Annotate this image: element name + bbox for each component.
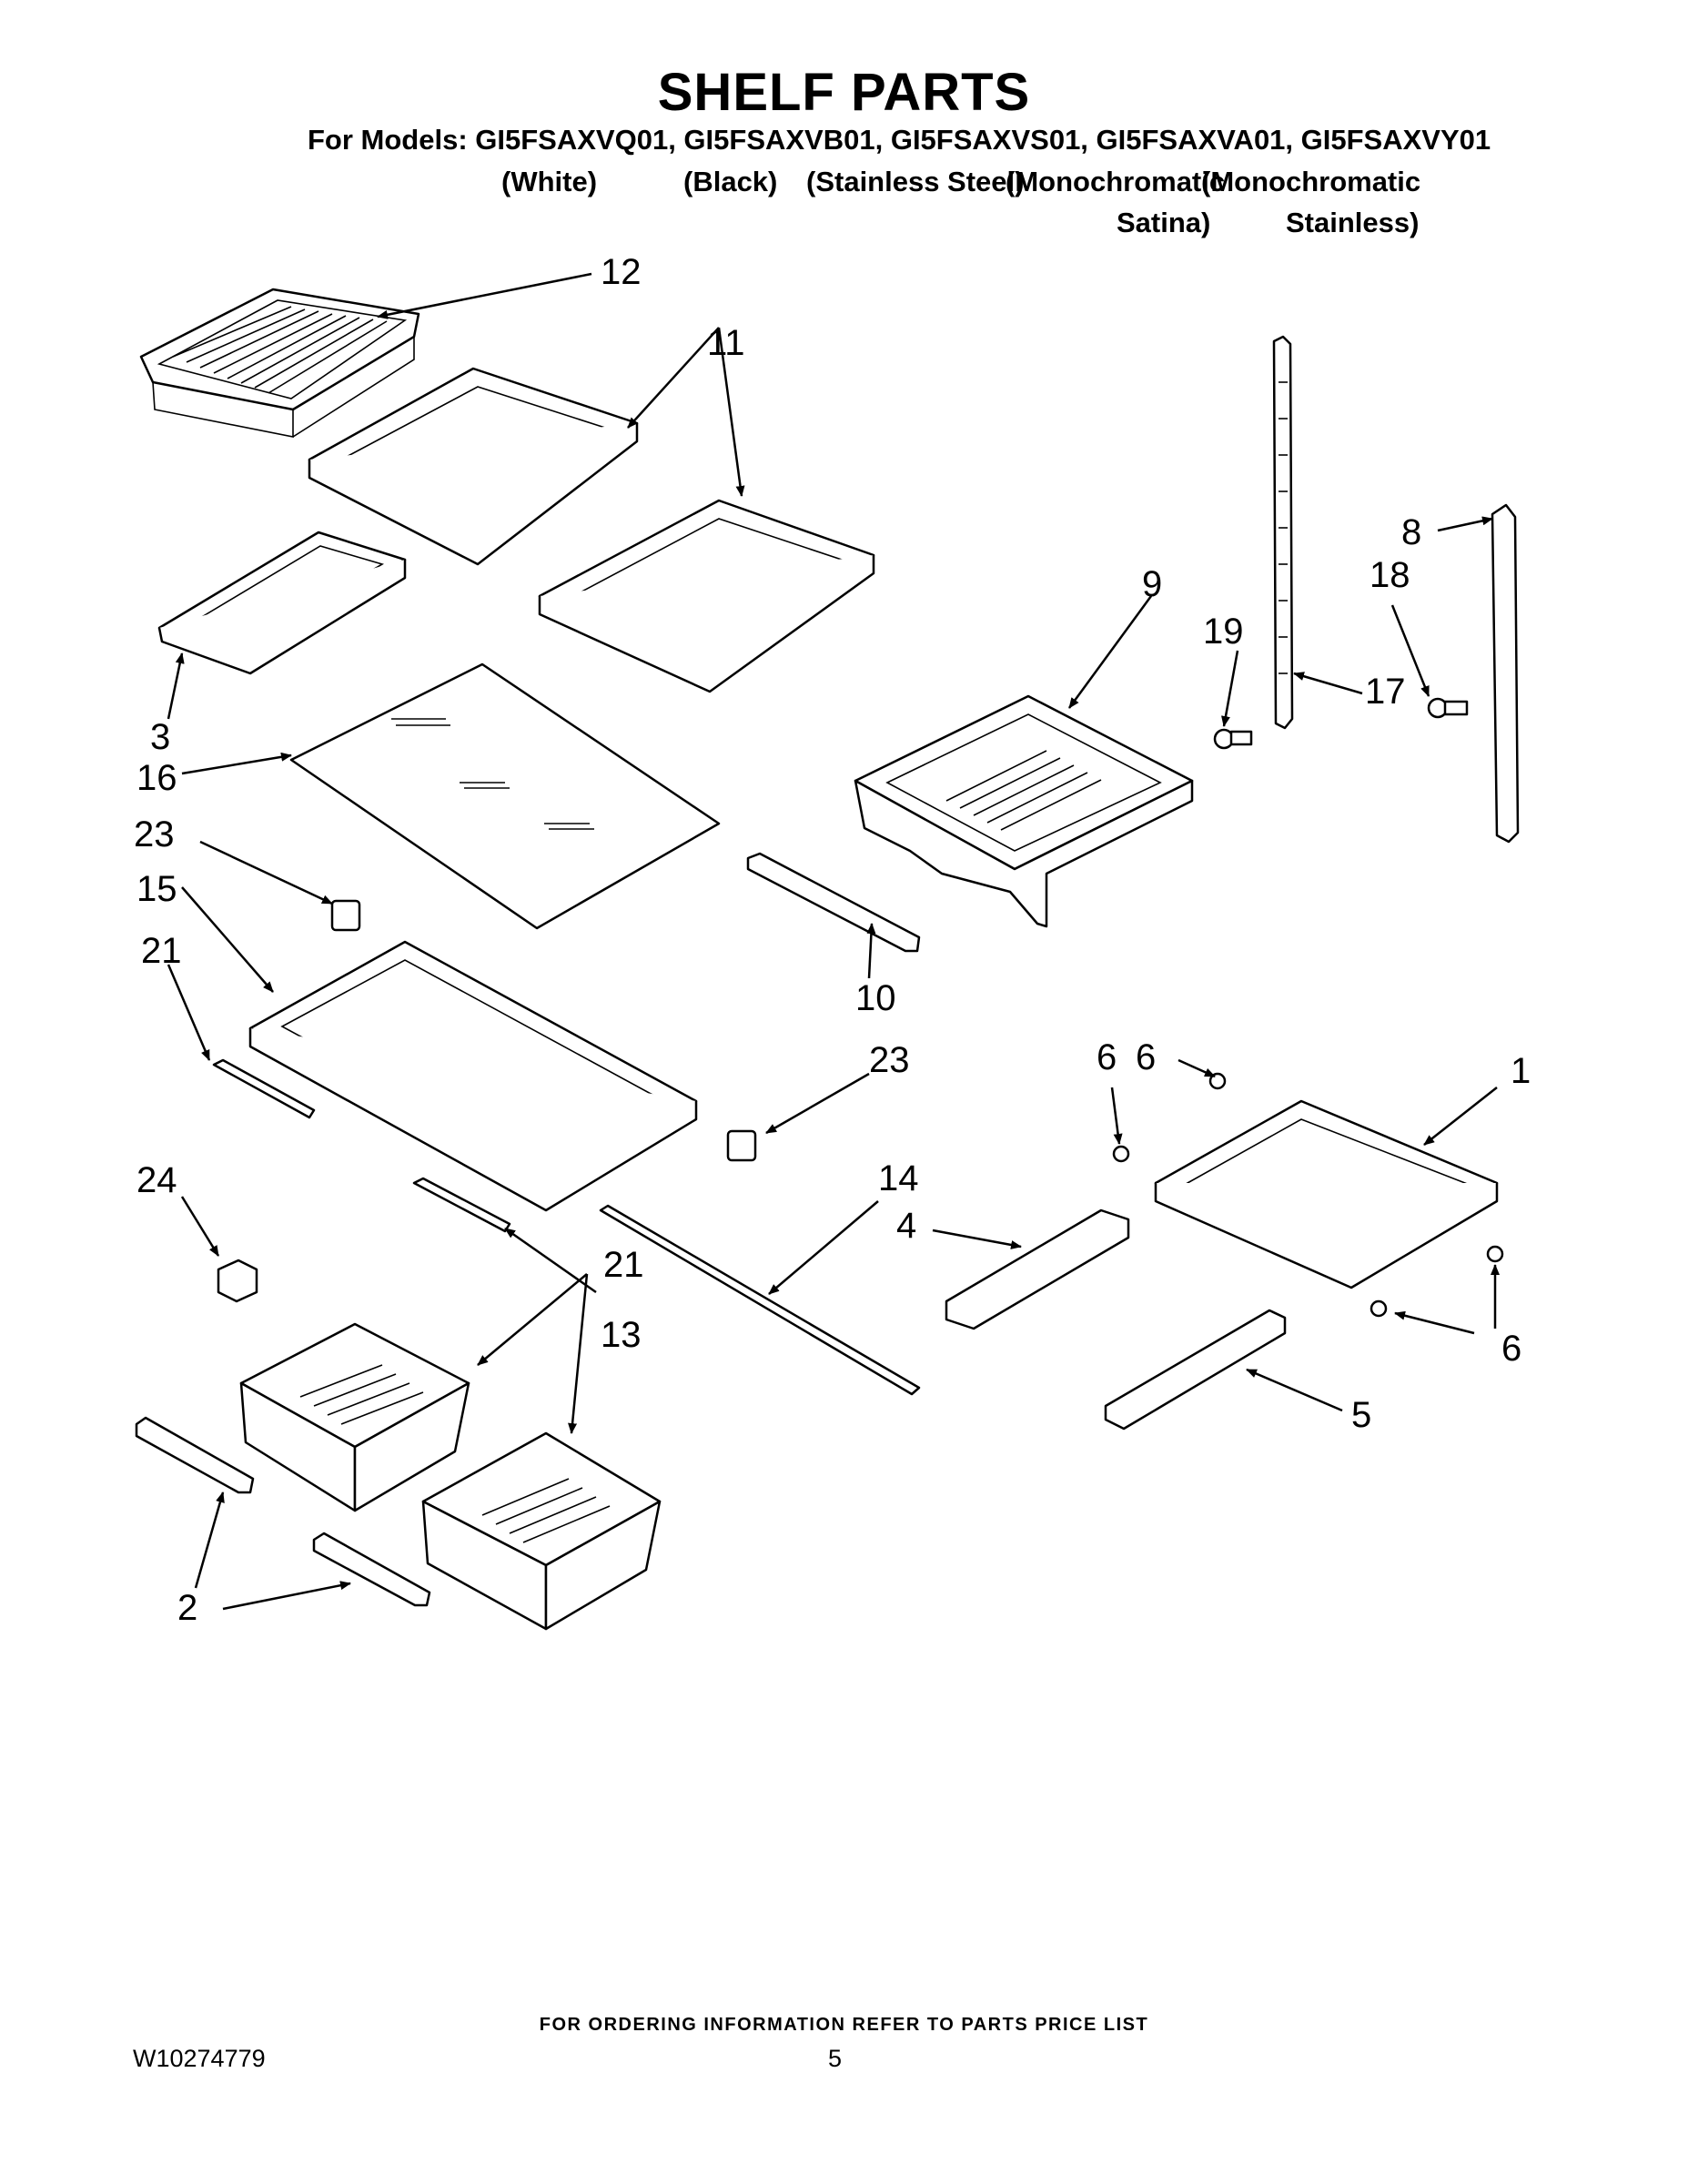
variant-stainless: (Stainless Steel) — [806, 166, 1025, 197]
part-21-slide-b — [412, 1177, 511, 1233]
callout-17: 17 — [1365, 672, 1406, 712]
variant-white: (White) — [501, 166, 598, 197]
part-13-crisper-a — [239, 1322, 470, 1512]
callout-12: 12 — [601, 252, 642, 292]
callout-21-b: 21 — [603, 1245, 644, 1285]
leader-lines — [167, 272, 1500, 1611]
variant-monochromatic-2: (Monochromatic — [1201, 166, 1421, 197]
part-17-rail — [1272, 335, 1294, 730]
page-title: SHELF PARTS — [657, 63, 1031, 122]
callout-23-a: 23 — [134, 814, 175, 854]
part-4-slide — [945, 1208, 1130, 1330]
callout-5: 5 — [1351, 1395, 1371, 1435]
part-1-shelf — [1154, 1099, 1499, 1289]
part-23-clip-b — [726, 1129, 757, 1162]
part-9-drawer — [854, 694, 1194, 928]
part-12-wire-basket — [139, 288, 420, 438]
ordering-note: FOR ORDERING INFORMATION REFER TO PARTS … — [539, 2015, 1149, 2035]
callout-16: 16 — [136, 758, 177, 798]
callout-13: 13 — [601, 1315, 642, 1355]
part-10-trim — [746, 852, 921, 953]
part-21-slide-a — [212, 1058, 316, 1119]
part-6-screws — [1112, 1072, 1504, 1318]
callout-14: 14 — [878, 1158, 919, 1198]
callout-18: 18 — [1370, 555, 1410, 595]
callout-11: 11 — [707, 323, 745, 363]
part-18-screw — [1427, 697, 1469, 719]
part-11-shelf-a — [308, 367, 639, 566]
callout-21-a: 21 — [141, 931, 182, 971]
part-13-crisper-b — [421, 1431, 662, 1631]
callout-10: 10 — [855, 978, 896, 1018]
part-16-glass-panel — [289, 662, 721, 930]
variant-black: (Black) — [683, 166, 778, 197]
part-24-bracket — [217, 1259, 258, 1303]
part-11-shelf-b — [538, 499, 875, 693]
callout-19: 19 — [1203, 612, 1244, 652]
variant-stainless-2: Stainless) — [1286, 207, 1420, 238]
page-number: 5 — [828, 2045, 843, 2072]
callout-6-a: 6 — [1136, 1037, 1156, 1077]
callout-24: 24 — [136, 1160, 177, 1200]
part-8-rail — [1491, 503, 1520, 844]
variant-monochromatic-1: (Monochromatic — [1006, 166, 1226, 197]
part-23-clip-a — [330, 899, 361, 932]
callout-15: 15 — [136, 869, 177, 909]
part-19-screw — [1213, 728, 1253, 750]
part-15-shelf-frame — [248, 940, 698, 1212]
callout-2: 2 — [177, 1588, 197, 1628]
callout-4: 4 — [896, 1206, 916, 1246]
variant-satina: Satina) — [1117, 207, 1211, 238]
part-14-rod — [599, 1204, 921, 1396]
callout-6-b: 6 — [1097, 1037, 1117, 1077]
part-2-handle-b — [312, 1532, 431, 1607]
models-line: For Models: GI5FSAXVQ01, GI5FSAXVB01, GI… — [308, 124, 1491, 156]
part-3-small-shelf — [157, 531, 407, 675]
part-2-handle-a — [135, 1416, 255, 1494]
callout-23-b: 23 — [869, 1040, 910, 1080]
callout-1: 1 — [1511, 1051, 1531, 1091]
part-5-slide — [1104, 1309, 1287, 1431]
callout-8: 8 — [1401, 512, 1421, 552]
callout-9: 9 — [1142, 564, 1162, 604]
callout-6-c: 6 — [1501, 1329, 1521, 1369]
document-number: W10274779 — [133, 2045, 266, 2072]
callout-3: 3 — [150, 717, 170, 757]
